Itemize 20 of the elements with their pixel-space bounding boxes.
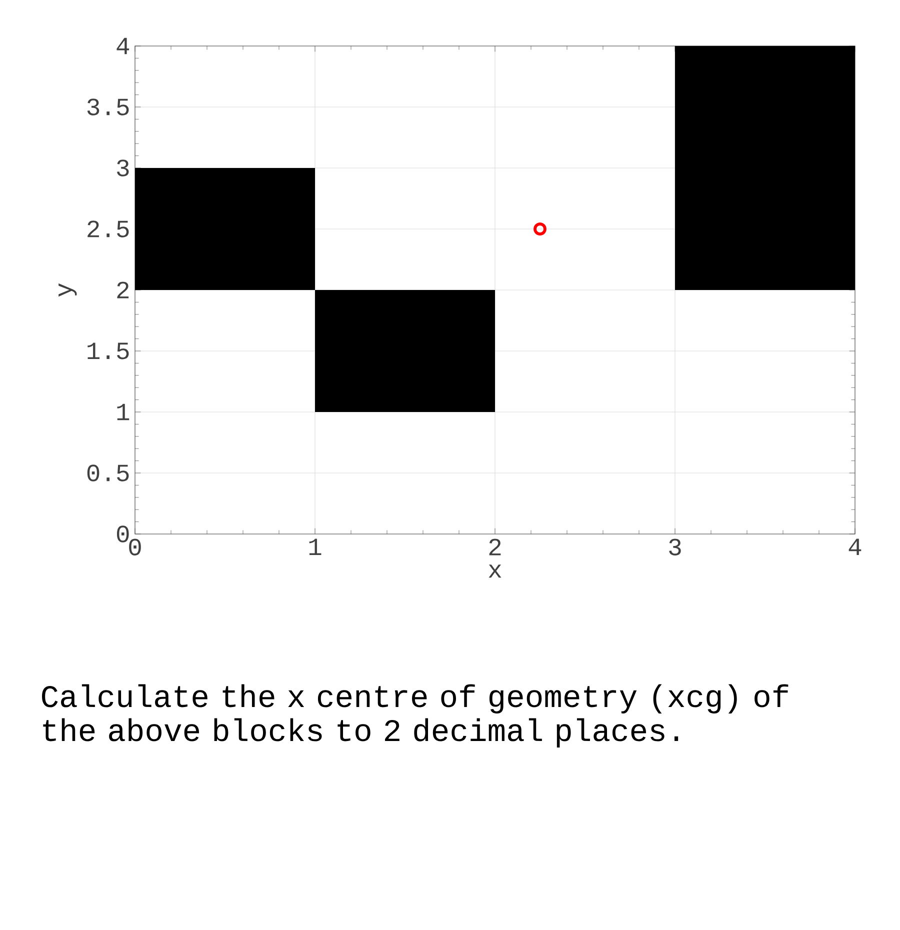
y-tick-label: 3.5 [87,98,129,116]
x-tick-label: 4 [848,538,862,555]
y-axis-title: y [58,283,77,297]
block [315,290,495,412]
y-tick-label: 4 [116,38,130,54]
x-tick-label: 2 [489,538,501,556]
x-tick-label: 0 [129,538,141,556]
y-tick-label: 3 [117,160,129,176]
block [675,46,855,290]
y-tick-label: 0.5 [87,464,129,482]
question-text: Calculate the x centre of geometry (xcg) of the above blocks to 2 decimal places. [42,684,788,748]
block [135,168,315,290]
x-axis-title: x [488,564,502,578]
y-tick-label: 2.5 [88,220,129,238]
y-tick-label: 2 [117,282,129,298]
y-tick-label: 1.5 [88,342,129,360]
y-tick-label: 1 [117,404,130,420]
x-tick-label: 3 [669,538,681,556]
x-tick-label: 1 [309,538,322,555]
y-tick-label: 0 [116,526,129,542]
